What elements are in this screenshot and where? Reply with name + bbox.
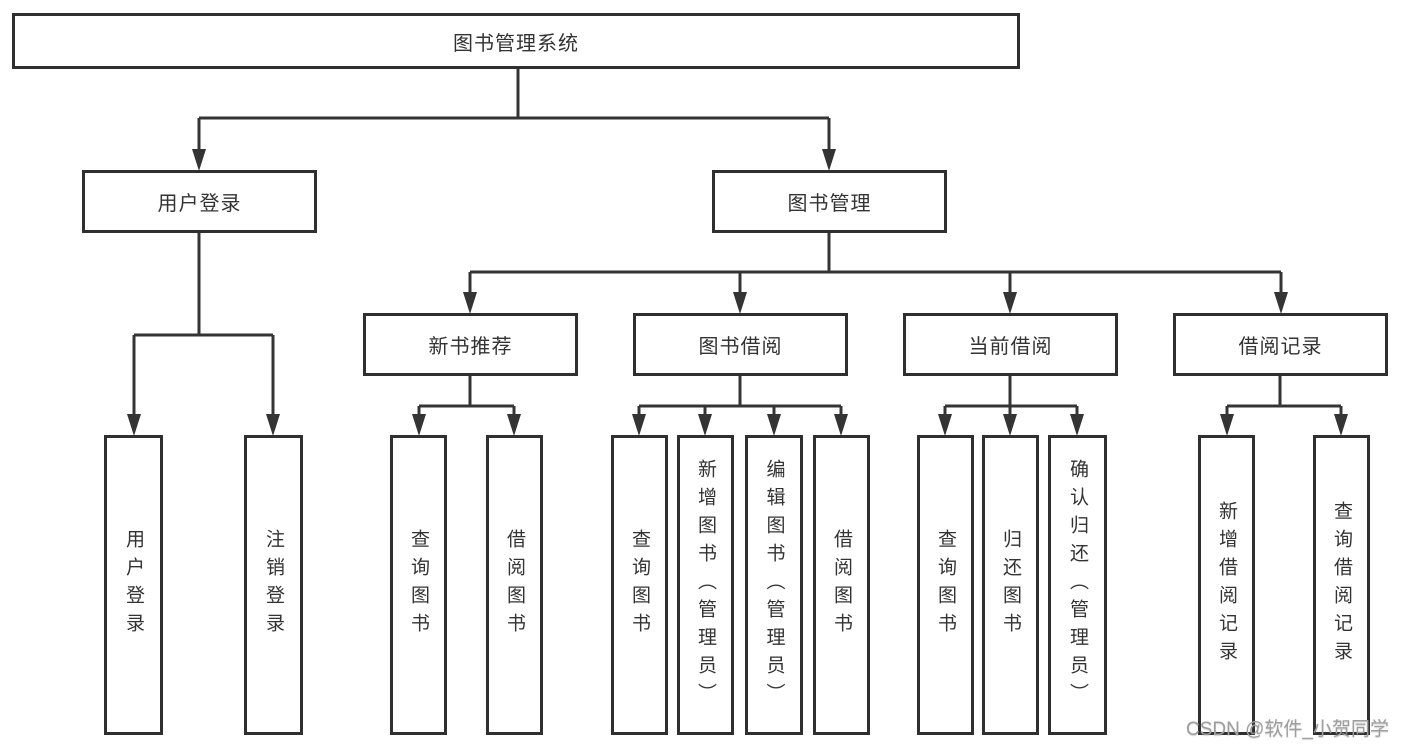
- node-label: 借阅记录: [1238, 336, 1323, 358]
- node-label: 确认归还（管理员）: [1067, 459, 1088, 711]
- node-leaf-query-book-2: 查询图书: [611, 435, 668, 735]
- node-label: 当前借阅: [968, 336, 1053, 358]
- node-leaf-add-borrow-record: 新增借阅记录: [1198, 435, 1255, 735]
- node-leaf-return-book: 归还图书: [982, 435, 1039, 735]
- node-label: 查询图书: [408, 529, 429, 641]
- node-label: 查询图书: [629, 529, 650, 641]
- node-new-book-recommend: 新书推荐: [363, 313, 578, 376]
- node-leaf-query-book-1: 查询图书: [390, 435, 447, 735]
- node-current-borrow: 当前借阅: [903, 313, 1118, 376]
- node-label: 图书借阅: [698, 336, 783, 358]
- node-leaf-borrow-book-2: 借阅图书: [813, 435, 870, 735]
- node-leaf-logout: 注销登录: [244, 435, 303, 735]
- node-label: 新增图书（管理员）: [695, 459, 716, 711]
- node-label: 归还图书: [1000, 529, 1021, 641]
- node-leaf-confirm-return-admin: 确认归还（管理员）: [1048, 435, 1107, 735]
- node-label: 用户登录: [157, 193, 242, 215]
- node-label: 查询借阅记录: [1331, 501, 1352, 669]
- node-label: 编辑图书（管理员）: [763, 459, 785, 711]
- node-leaf-add-book-admin: 新增图书（管理员）: [677, 435, 734, 735]
- node-book-borrow: 图书借阅: [633, 313, 848, 376]
- node-label: 新书推荐: [428, 336, 513, 358]
- node-leaf-edit-book-admin: 编辑图书（管理员）: [745, 435, 803, 735]
- node-label: 借阅图书: [504, 529, 525, 641]
- node-user-login: 用户登录: [82, 170, 317, 233]
- node-label: 注销登录: [263, 529, 284, 641]
- node-label: 查询图书: [935, 529, 956, 641]
- node-label: 新增借阅记录: [1216, 501, 1237, 669]
- node-book-management: 图书管理: [712, 170, 947, 233]
- node-leaf-user-login: 用户登录: [104, 435, 163, 735]
- node-borrow-record: 借阅记录: [1173, 313, 1388, 376]
- node-root-system: 图书管理系统: [12, 13, 1020, 69]
- node-label: 图书管理: [787, 193, 872, 215]
- node-label: 图书管理系统: [453, 32, 579, 55]
- node-leaf-borrow-book-1: 借阅图书: [486, 435, 543, 735]
- node-label: 用户登录: [123, 529, 144, 641]
- node-leaf-query-book-3: 查询图书: [917, 435, 974, 735]
- node-leaf-query-borrow-record: 查询借阅记录: [1313, 435, 1370, 735]
- node-label: 借阅图书: [831, 529, 852, 641]
- csdn-watermark: CSDN @软件_小贺同学: [1186, 719, 1389, 740]
